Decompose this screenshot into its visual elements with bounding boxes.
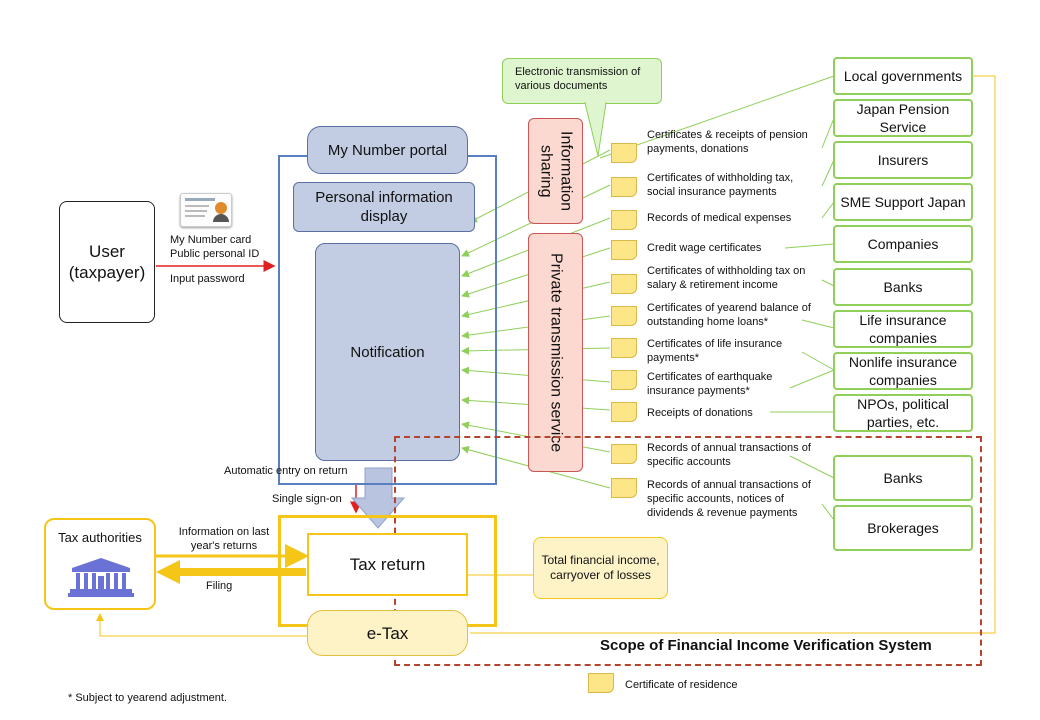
- doc-label-7: Certificates of earthquake insurance pay…: [647, 371, 773, 397]
- my-number-card-image: [180, 193, 232, 227]
- doc-note-icon: [611, 210, 637, 230]
- single-sign-on-label: Single sign-on: [272, 493, 342, 505]
- doc-label-5: Certificates of yearend balance of outst…: [647, 302, 811, 328]
- yellow-callout-text: Total financial income, carryover of los…: [541, 553, 660, 582]
- filing-label: Filing: [206, 580, 233, 592]
- org-box-3: SME Support Japan: [833, 183, 973, 221]
- org-box-0: Local governments: [833, 57, 973, 95]
- org-box-9: Banks: [833, 455, 973, 501]
- footnote: * Subject to yearend adjustment.: [68, 692, 227, 704]
- local-gov-line: [470, 75, 996, 634]
- doc-note-icon: [611, 306, 637, 326]
- user-label: User (taxpayer): [68, 242, 146, 282]
- doc-label-4: Certificates of withholding tax on salar…: [647, 265, 806, 291]
- doc-label-1: Certificates of withholding tax, social …: [647, 172, 794, 198]
- green-callout-text: Electronic transmission of various docum…: [515, 66, 641, 92]
- doc-label-9: Records of annual transactions of specif…: [647, 442, 811, 468]
- doc-note-icon: [611, 338, 637, 358]
- notification-box: Notification: [315, 243, 460, 461]
- org-label: Companies: [867, 236, 939, 252]
- legend-note-icon: [588, 673, 614, 693]
- doc-note-icon: [611, 177, 637, 197]
- info-last-year-label: Information on last year's returns: [178, 526, 270, 552]
- auto-entry-label: Automatic entry on return: [224, 465, 348, 477]
- scope-label: Scope of Financial Income Verification S…: [600, 637, 932, 654]
- org-box-10: Brokerages: [833, 505, 973, 551]
- org-label: NPOs, political parties, etc.: [857, 396, 949, 430]
- info-sharing-text: Information sharing: [537, 130, 575, 212]
- tax-return-text: Tax return: [349, 555, 426, 574]
- card-label-1: My Number card: [170, 234, 252, 246]
- doc-note-icon: [611, 402, 637, 422]
- etax-box: e-Tax: [307, 610, 468, 656]
- etax-authority-line: [96, 613, 307, 637]
- org-label: Banks: [883, 470, 923, 486]
- doc-note-icon: [611, 240, 637, 260]
- green-callout: Electronic transmission of various docum…: [502, 58, 662, 104]
- card-label-2: Public personal ID: [170, 248, 260, 260]
- org-label: Brokerages: [867, 520, 939, 536]
- government-building-icon: [66, 556, 136, 598]
- org-box-7: Nonlife insurance companies: [833, 352, 973, 390]
- tax-authorities-label: Tax authorities: [58, 530, 142, 545]
- org-label: Nonlife insurance companies: [848, 354, 958, 388]
- tax-authorities-box: Tax authorities: [44, 518, 156, 610]
- personal-info-text: Personal information display: [315, 189, 453, 225]
- avatar-icon: [215, 202, 227, 214]
- portal-title: My Number portal: [307, 126, 468, 174]
- info-sharing-box: Information sharing: [528, 118, 583, 224]
- card-label-3: Input password: [170, 273, 245, 285]
- doc-label-10: Records of annual transactions of specif…: [647, 479, 811, 519]
- org-box-5: Banks: [833, 268, 973, 306]
- personal-info-display: Personal information display: [293, 182, 475, 232]
- doc-label-2: Records of medical expenses: [647, 212, 792, 224]
- org-label: Local governments: [843, 68, 963, 84]
- tax-return-box: Tax return: [307, 533, 468, 596]
- user-box: User (taxpayer): [59, 201, 155, 323]
- doc-note-icon: [611, 274, 637, 294]
- org-box-4: Companies: [833, 225, 973, 263]
- doc-note-icon: [611, 370, 637, 390]
- private-service-box: Private transmission service: [528, 233, 583, 472]
- org-label: Japan Pension Service: [856, 101, 950, 135]
- doc-label-8: Receipts of donations: [647, 407, 753, 419]
- doc-note-icon: [611, 444, 637, 464]
- doc-label-3: Credit wage certificates: [647, 242, 762, 254]
- yellow-callout: Total financial income, carryover of los…: [533, 537, 668, 599]
- org-box-8: NPOs, political parties, etc.: [833, 394, 973, 432]
- org-label: Banks: [883, 279, 923, 295]
- etax-text: e-Tax: [366, 623, 409, 643]
- org-box-2: Insurers: [833, 141, 973, 179]
- org-box-1: Japan Pension Service: [833, 99, 973, 137]
- org-label: SME Support Japan: [840, 194, 966, 210]
- portal-title-text: My Number portal: [327, 141, 448, 159]
- notification-text: Notification: [350, 343, 425, 361]
- filing-arrow-head: [156, 560, 180, 584]
- doc-label-6: Certificates of life insurance payments*: [647, 338, 783, 364]
- doc-note-icon: [611, 478, 637, 498]
- org-lines: [599, 75, 835, 521]
- doc-label-0: Certificates & receipts of pension payme…: [647, 129, 808, 155]
- private-service-text: Private transmission service: [547, 252, 565, 453]
- org-box-6: Life insurance companies: [833, 310, 973, 348]
- org-label: Insurers: [877, 152, 929, 168]
- org-label: Life insurance companies: [859, 312, 947, 346]
- doc-note-icon: [611, 143, 637, 163]
- legend-label: Certificate of residence: [625, 679, 738, 691]
